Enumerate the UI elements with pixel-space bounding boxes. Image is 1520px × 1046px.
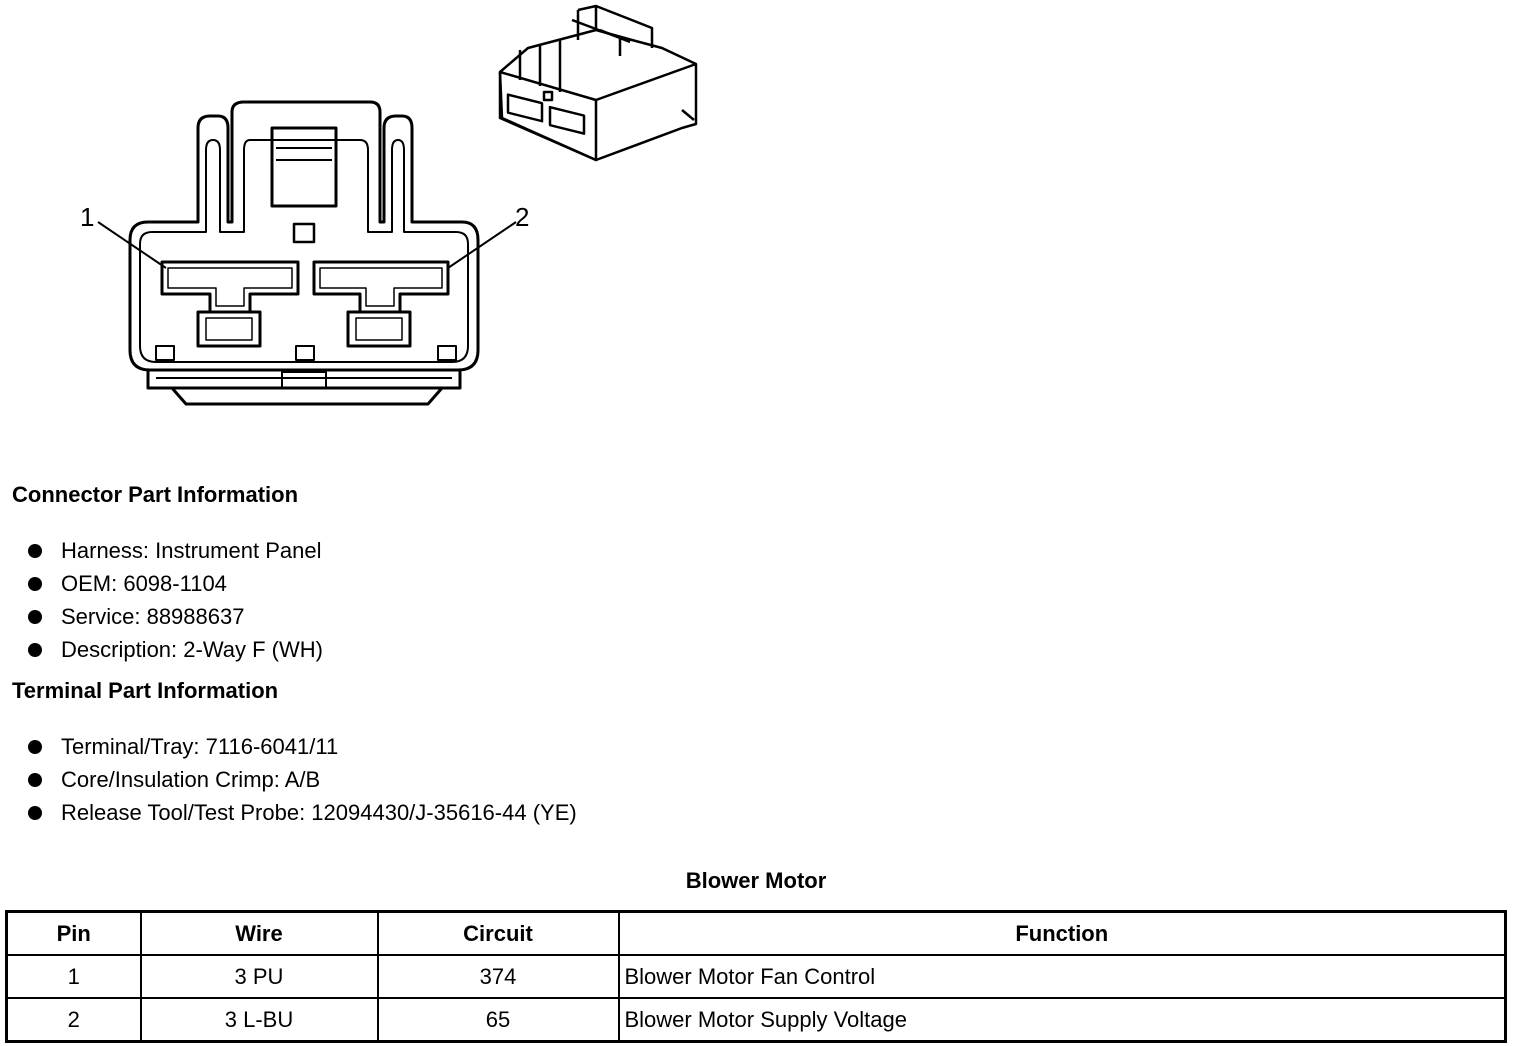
circuit-cell: 65 xyxy=(376,997,620,1043)
pinout-table: Pin Wire Circuit Function 1 3 PU 374 Blo… xyxy=(5,910,1507,1043)
cavity-2 xyxy=(312,260,450,314)
bullet-icon xyxy=(28,543,42,558)
pin-cell: 1 xyxy=(5,954,142,999)
function-cell: Blower Motor Fan Control xyxy=(617,954,1507,999)
connector-face-diagram xyxy=(97,4,698,406)
pin-cell: 2 xyxy=(5,997,142,1043)
column-header-circuit: Circuit xyxy=(376,910,620,956)
list-item: Release Tool/Test Probe: 12094430/J-3561… xyxy=(28,796,577,829)
table-header-row: Pin Wire Circuit Function xyxy=(5,910,1507,956)
release-tool-text: Release Tool/Test Probe: 12094430/J-3561… xyxy=(61,800,577,825)
pin-2-callout: 2 xyxy=(515,202,530,232)
connector-info-list: Harness: Instrument Panel OEM: 6098-1104… xyxy=(28,534,323,666)
pin-2-leader xyxy=(447,221,517,269)
description-text: Description: 2-Way F (WH) xyxy=(61,637,323,662)
bullet-icon xyxy=(28,576,42,591)
bullet-icon xyxy=(28,642,42,657)
center-key xyxy=(292,222,316,244)
column-header-wire: Wire xyxy=(139,910,379,956)
circuit-cell: 374 xyxy=(376,954,620,999)
terminal-info-list: Terminal/Tray: 7116-6041/11 Core/Insulat… xyxy=(28,730,577,829)
bullet-icon xyxy=(28,772,42,787)
bullet-icon xyxy=(28,805,42,820)
list-item: OEM: 6098-1104 xyxy=(28,567,323,600)
connector-outline xyxy=(128,100,480,372)
column-header-pin: Pin xyxy=(5,910,142,956)
terminal-tray-text: Terminal/Tray: 7116-6041/11 xyxy=(61,734,339,759)
bullet-icon xyxy=(28,739,42,754)
crimp-text: Core/Insulation Crimp: A/B xyxy=(61,767,321,792)
pin-1-callout: 1 xyxy=(80,202,95,232)
list-item: Core/Insulation Crimp: A/B xyxy=(28,763,577,796)
list-item: Terminal/Tray: 7116-6041/11 xyxy=(28,730,577,763)
table-row: 1 3 PU 374 Blower Motor Fan Control xyxy=(5,954,1507,999)
oem-text: OEM: 6098-1104 xyxy=(61,571,227,596)
table-row: 2 3 L-BU 65 Blower Motor Supply Voltage xyxy=(5,997,1507,1043)
connector-inner-outline xyxy=(139,139,469,363)
list-item: Description: 2-Way F (WH) xyxy=(28,633,323,666)
column-header-function: Function xyxy=(617,910,1507,956)
terminal-info-heading: Terminal Part Information xyxy=(12,678,279,703)
connector-isometric-view xyxy=(498,4,698,162)
function-cell: Blower Motor Supply Voltage xyxy=(617,997,1507,1043)
harness-text: Harness: Instrument Panel xyxy=(61,538,322,563)
cavity-1 xyxy=(160,260,300,314)
latch xyxy=(270,126,338,208)
list-item: Harness: Instrument Panel xyxy=(28,534,323,567)
connector-info-heading: Connector Part Information xyxy=(12,482,299,507)
pin-1-leader xyxy=(97,221,167,269)
service-text: Service: 88988637 xyxy=(61,604,245,629)
wire-cell: 3 L-BU xyxy=(139,997,379,1043)
bullet-icon xyxy=(28,609,42,624)
table-title: Blower Motor xyxy=(685,868,827,893)
wire-cell: 3 PU xyxy=(139,954,379,999)
list-item: Service: 88988637 xyxy=(28,600,323,633)
